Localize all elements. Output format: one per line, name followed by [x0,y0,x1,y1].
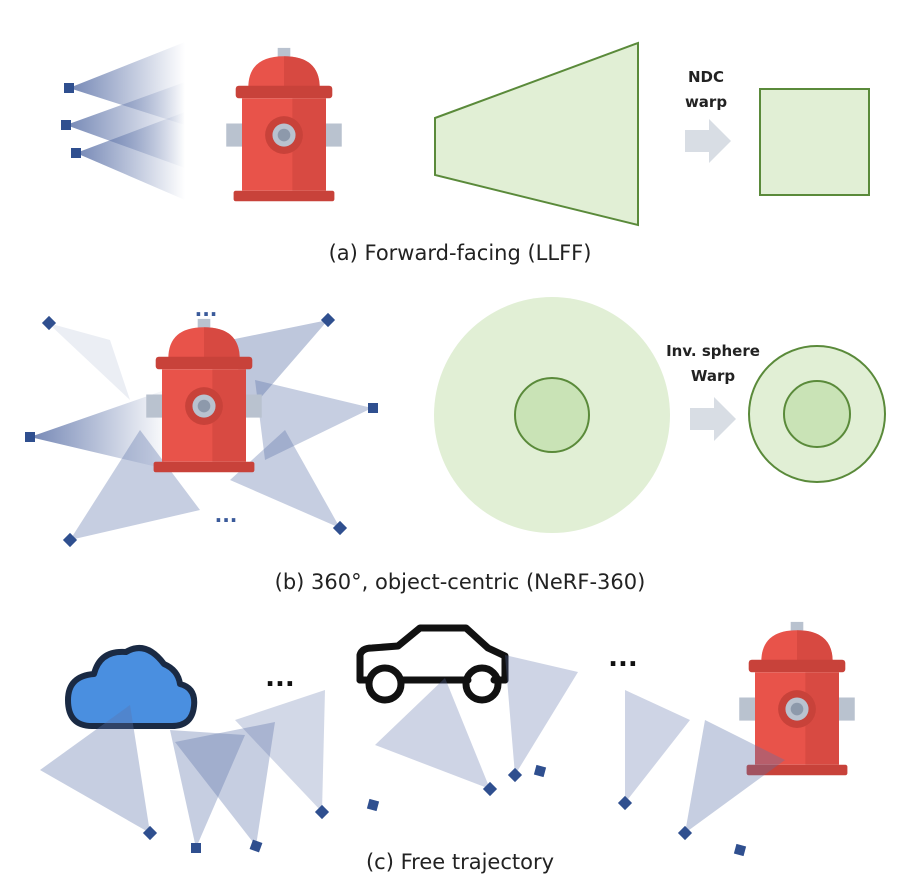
camera-frustum [255,380,372,460]
camera-icon [482,781,498,797]
panel-c: ... ... [40,621,855,874]
camera-frustum [230,320,328,410]
frustum-region [434,41,639,227]
camera-icon [733,843,747,857]
camera-frustum [40,705,150,833]
warp-label-line2: warp [685,93,727,111]
panel-a: NDC warp (a) Forward-facing (LLFF) [61,41,870,265]
warp-label-line1: NDC [688,68,724,86]
camera-frustum [30,390,170,470]
camera-icon [366,798,380,812]
ndc-cube-region [759,88,870,196]
camera-icon [61,120,71,130]
fire-hydrant-icon [226,47,342,202]
camera-icon [677,825,693,841]
arrow-right-icon [685,119,731,163]
camera-frustum [505,655,578,775]
warp-label-line1: Inv. sphere [666,342,760,360]
camera-icon [320,312,336,328]
camera-frustum [48,323,130,400]
camera-frustum [625,690,690,803]
panel-b: ... ... Inv. sphere Warp (b) 360°, objec… [25,297,886,594]
camera-icon [332,520,348,536]
ellipsis-bottom: ... [215,503,238,527]
camera-icon [314,804,330,820]
camera-icon [617,795,633,811]
camera-frustum [175,722,275,846]
camera-frustum [76,112,185,200]
camera-icon [533,764,547,778]
ellipsis-top: ... [195,297,218,321]
camera-frustum [170,730,245,848]
ellipsis-right: ... [608,643,638,673]
camera-frustum [235,690,325,812]
camera-icon [142,825,158,841]
caption-b: (b) 360°, object-centric (NeRF-360) [275,570,646,594]
camera-frustum [685,720,785,833]
contracted-inner-sphere [783,380,851,448]
camera-frustum [375,678,490,789]
camera-icon [41,315,57,331]
camera-group-forward [61,42,185,200]
camera-icon [25,432,35,442]
camera-icon [249,839,263,853]
camera-icon [191,843,201,853]
camera-frustum [230,430,340,528]
caption-a: (a) Forward-facing (LLFF) [329,241,592,265]
warp-label-line2: Warp [691,367,736,385]
arrow-right-icon [690,397,736,441]
cloud-icon [65,645,198,729]
caption-c: (c) Free trajectory [366,850,554,874]
camera-group-free-trajectory [40,655,785,857]
camera-icon [64,83,74,93]
camera-icon [71,148,81,158]
camera-icon [62,532,78,548]
inner-sphere [514,377,590,453]
car-icon [356,624,509,704]
camera-icon [368,403,378,413]
camera-frustum [70,430,200,540]
ellipsis-left: ... [265,663,295,693]
camera-icon [507,767,523,783]
camera-group-360 [25,312,378,548]
